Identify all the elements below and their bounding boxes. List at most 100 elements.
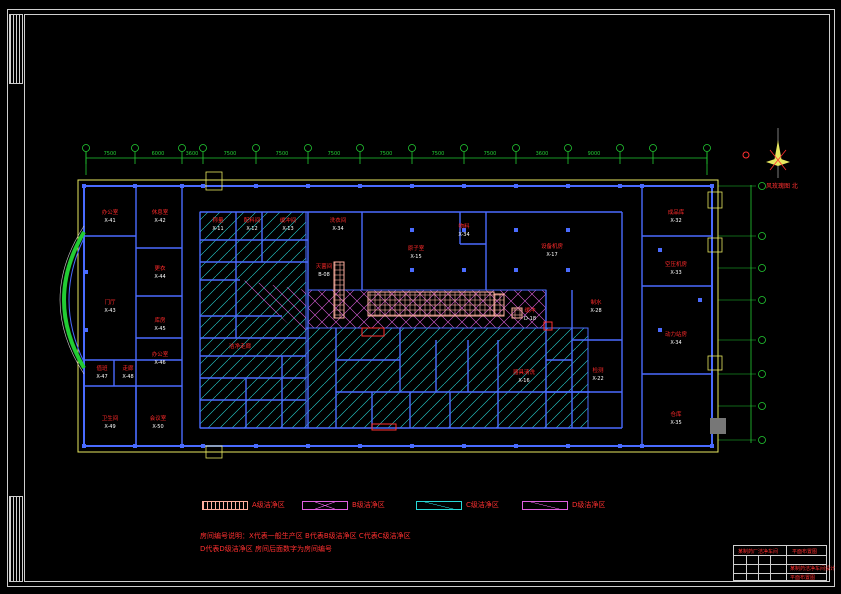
room-name: 原子室 — [408, 244, 425, 252]
column — [514, 184, 518, 188]
legend-a: A级洁净区 — [202, 499, 285, 511]
structural-columns — [82, 184, 714, 448]
room-code: X-12 — [246, 226, 257, 232]
room-name: 动力站房 — [665, 330, 688, 338]
column — [358, 184, 362, 188]
drawing-frame — [24, 14, 830, 582]
column — [82, 184, 86, 188]
axis-bubble — [460, 144, 468, 152]
column — [710, 184, 714, 188]
room-name: 休息室 — [152, 208, 169, 216]
column — [201, 184, 205, 188]
axis-bubble — [758, 370, 766, 378]
column — [180, 184, 184, 188]
column — [566, 184, 570, 188]
room-name: 库房 — [154, 316, 166, 324]
room-name: 洁净走廊 — [229, 342, 252, 350]
axis-bubble — [512, 144, 520, 152]
axis-bubble — [758, 402, 766, 410]
column — [698, 298, 702, 302]
column — [84, 270, 88, 274]
room-name: 器具清洗 — [513, 368, 536, 376]
axis-bubble — [408, 144, 416, 152]
room-label: 动力站房 X-34 — [665, 330, 688, 346]
room-name: 空压机房 — [665, 260, 688, 268]
room-code: X-34 — [670, 340, 681, 346]
column — [710, 444, 714, 448]
column — [306, 184, 310, 188]
dimension-label: 7500 — [484, 151, 497, 157]
column — [133, 184, 137, 188]
room-label: 门厅X-43 — [104, 298, 116, 314]
room-name: 缓冲 — [524, 306, 536, 314]
room-name: 卫生间 — [102, 414, 119, 422]
axis-bubble — [199, 144, 207, 152]
legend-c-label: C级洁净区 — [466, 501, 499, 509]
room-label: 检测X-22 — [592, 366, 604, 382]
column — [133, 444, 137, 448]
legend-d: D级洁净区 — [522, 499, 605, 511]
dimension-label: 3600 — [186, 151, 199, 157]
room-code: X-16 — [518, 378, 529, 384]
column — [566, 268, 570, 272]
legend-d-swatch — [522, 500, 568, 510]
room-code: X-34 — [332, 226, 343, 232]
dimension-label: 7500 — [328, 151, 341, 157]
room-label: 称量X-11 — [212, 216, 224, 232]
dimension-label: 7500 — [224, 151, 237, 157]
room-code: X-44 — [154, 274, 165, 280]
room-code: X-32 — [670, 218, 681, 224]
room-label: 配料间 X-12 — [244, 216, 261, 232]
axis-bubble — [758, 232, 766, 240]
column — [82, 444, 86, 448]
axis-bubble — [82, 144, 90, 152]
axis-bubble — [564, 144, 572, 152]
axis-bubble — [758, 436, 766, 444]
column — [566, 444, 570, 448]
dimension-label: 6000 — [152, 151, 165, 157]
column — [514, 444, 518, 448]
room-code: X-47 — [96, 374, 107, 380]
axis-bubble — [758, 264, 766, 272]
title-block-subtitle: 某制药洁净车间设计 — [790, 566, 836, 572]
dimension-label: 7500 — [104, 151, 117, 157]
dimension-label: 7500 — [380, 151, 393, 157]
room-code: X-28 — [590, 308, 601, 314]
column — [658, 248, 662, 252]
legend-b-label: B级洁净区 — [352, 501, 385, 509]
room-name: 缓冲间 — [280, 216, 297, 224]
axis-bubble — [649, 144, 657, 152]
column — [618, 184, 622, 188]
room-label: 制水 X-28 — [590, 298, 602, 314]
room-code: X-35 — [670, 420, 681, 426]
legend-b-swatch — [302, 500, 348, 510]
room-label: 仓库X-35 — [670, 410, 682, 426]
room-name: 成品库 — [668, 208, 685, 216]
room-name: 走廊 — [122, 364, 134, 372]
north-arrow-label: 风玫瑰图 北 — [766, 182, 798, 190]
room-name: 配料间 — [244, 216, 261, 224]
entrance-canopy — [59, 225, 86, 375]
room-code: X-50 — [152, 424, 163, 430]
column — [462, 184, 466, 188]
axis-bubble — [356, 144, 364, 152]
room-name: 称量 — [212, 216, 224, 224]
column — [514, 228, 518, 232]
room-label: 成品库 X-32 — [668, 208, 685, 224]
room-code: X-41 — [104, 218, 115, 224]
legend-c-swatch — [416, 500, 462, 510]
column — [254, 184, 258, 188]
room-code: X-22 — [592, 376, 603, 382]
room-name: 制水 — [590, 298, 602, 306]
column — [618, 444, 622, 448]
title-block-number: 平面布置图 — [790, 575, 816, 581]
room-label: 更衣X-44 — [154, 264, 166, 280]
